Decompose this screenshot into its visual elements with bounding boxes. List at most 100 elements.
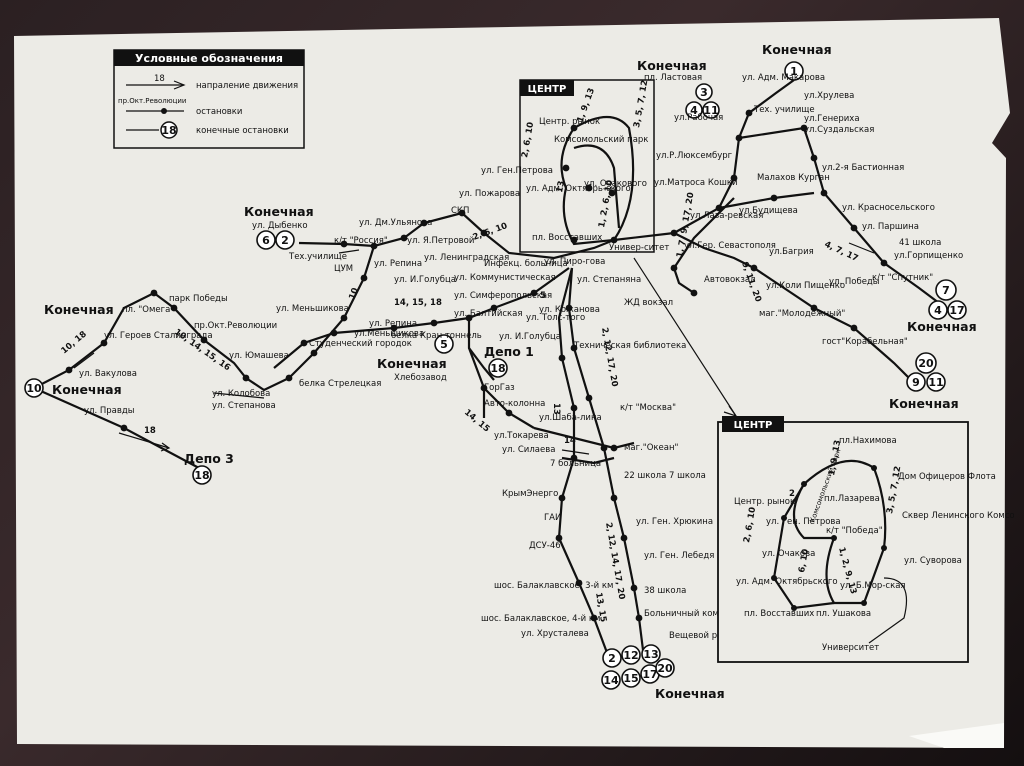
svg-text:пл. Ластовая: пл. Ластовая (644, 73, 702, 83)
svg-text:ул. Колобова: ул. Колобова (212, 389, 270, 399)
svg-text:Универ-ситет: Универ-ситет (609, 243, 669, 253)
svg-text:ул.Р.Люксембург: ул.Р.Люксембург (656, 151, 733, 161)
svg-text:Сквер Ленинского Комсомола: Сквер Ленинского Комсомола (902, 511, 1014, 521)
svg-text:ул. Адм. Октябрьского: ул. Адм. Октябрьского (736, 577, 838, 587)
svg-text:ул.Токарева: ул.Токарева (494, 431, 549, 441)
legend-title: Условные обозначения (135, 52, 283, 65)
svg-text:маг."Океан": маг."Океан" (624, 443, 679, 453)
stop-labels-south: Техническая библиотека к/т "Москва" ул.Ш… (481, 341, 745, 641)
svg-text:11: 11 (928, 376, 943, 389)
svg-text:пл.Нахимова: пл.Нахимова (839, 436, 897, 446)
svg-text:ул.Лаза-ревская: ул.Лаза-ревская (690, 211, 763, 221)
svg-text:Конечная: Конечная (889, 396, 959, 411)
svg-text:Тех.училище: Тех.училище (288, 252, 347, 262)
svg-text:пл.Лазарева: пл.Лазарева (824, 494, 880, 504)
svg-text:ДСУ-46: ДСУ-46 (529, 541, 561, 551)
svg-text:ул.2-я Бастионная: ул.2-я Бастионная (822, 163, 904, 173)
svg-text:38 школа: 38 школа (644, 586, 686, 596)
svg-text:маг."Молодежный": маг."Молодежный" (759, 309, 845, 319)
svg-text:Конечная: Конечная (244, 204, 314, 219)
svg-text:ул.Горпищенко: ул.Горпищенко (894, 251, 963, 261)
svg-text:ул.Рабочая: ул.Рабочая (674, 113, 723, 123)
svg-text:Конечная: Конечная (637, 58, 707, 73)
svg-text:7 больница: 7 больница (550, 459, 601, 469)
svg-text:11: 11 (703, 104, 718, 117)
svg-text:14: 14 (603, 674, 619, 687)
svg-text:ул. Коммунистическая: ул. Коммунистическая (454, 273, 556, 283)
legend-direction-label: напраление движения (196, 81, 298, 91)
svg-text:ул. Красносельского: ул. Красносельского (842, 203, 935, 213)
svg-text:13: 13 (555, 180, 567, 193)
svg-text:Конечная: Конечная (907, 319, 977, 334)
svg-text:ул. Правды: ул. Правды (84, 406, 134, 416)
svg-text:СКП: СКП (451, 206, 469, 216)
svg-text:Больничный комплекс: Больничный комплекс (644, 609, 745, 619)
svg-text:ул. Ген. Петрова: ул. Ген. Петрова (766, 517, 841, 527)
svg-text:6: 6 (262, 234, 270, 247)
svg-text:ул. Толс-того: ул. Толс-того (526, 313, 585, 323)
svg-text:7: 7 (942, 284, 950, 297)
svg-text:ул. И.Голубца: ул. И.Голубца (394, 275, 456, 285)
svg-text:пл. Восставших: пл. Восставших (532, 233, 602, 243)
stop-labels-north-east: ул. Адм. Макарова ул.Хрулева Тех. училищ… (624, 73, 963, 347)
svg-text:Центр. рынок: Центр. рынок (539, 117, 600, 127)
svg-text:к/т "Спутник": к/т "Спутник" (872, 273, 933, 283)
svg-text:ул.Гер. Севастополя: ул.Гер. Севастополя (684, 241, 776, 251)
svg-text:ул.Коли Пищенко: ул.Коли Пищенко (766, 281, 845, 291)
svg-text:ул. И.Голубца: ул. И.Голубца (499, 332, 561, 342)
svg-text:ул. Пожарова: ул. Пожарова (459, 189, 520, 199)
svg-text:ул.Матроса Кошки: ул.Матроса Кошки (654, 178, 738, 188)
svg-text:ГорГаз: ГорГаз (484, 383, 515, 393)
svg-text:ул. Симферопольская: ул. Симферопольская (454, 291, 552, 301)
svg-text:Депо 1: Депо 1 (484, 344, 534, 359)
terminal-south: 2 12 13 14 15 17 20 Конечная (601, 644, 725, 701)
svg-text:пл. "Омега": пл. "Омега" (122, 305, 174, 315)
svg-text:ЦУМ: ЦУМ (334, 264, 353, 274)
svg-text:ул. Очакового: ул. Очакового (584, 179, 647, 189)
svg-text:9: 9 (912, 376, 920, 389)
svg-text:ул.Будищева: ул.Будищева (739, 206, 798, 216)
svg-text:13: 13 (551, 403, 561, 415)
terminal-sputnik: 7 4 17 Конечная (907, 279, 977, 334)
svg-text:12: 12 (623, 649, 638, 662)
svg-text:ул. Кожанова: ул. Кожанова (539, 305, 600, 315)
legend: Условные обозначения 18 напраление движе… (113, 49, 305, 149)
svg-text:ул.Суздальская: ул.Суздальская (804, 125, 874, 135)
terminal-korabelnaya: 20 9 11 Конечная (889, 352, 959, 411)
svg-text:к/т "Москва": к/т "Москва" (620, 403, 676, 413)
terminal-lastovaya: Конечная пл. Ластовая 3 4 11 (637, 58, 720, 119)
svg-text:ул. Степаняна: ул. Степаняна (577, 275, 641, 285)
svg-text:20: 20 (657, 662, 673, 675)
svg-text:ул.Шаба-лина: ул.Шаба-лина (539, 413, 602, 423)
center-inset: ЦЕНТР пл.Нахимова Дом Офицеров Флота пл.… (717, 416, 1024, 663)
svg-text:Конечная: Конечная (377, 356, 447, 371)
svg-text:ул. Ленинградская: ул. Ленинградская (424, 253, 509, 263)
terminal-10: 10 Конечная (24, 378, 122, 398)
svg-text:к/т "Россия": к/т "Россия" (334, 236, 388, 246)
svg-text:5: 5 (540, 291, 546, 301)
svg-text:4: 4 (690, 104, 698, 117)
svg-text:белка Кран тоннель: белка Кран тоннель (391, 331, 482, 341)
svg-text:ул. Ген. Хрюкина: ул. Ген. Хрюкина (636, 517, 713, 527)
depot-3: Депо 3 18 (184, 451, 234, 485)
svg-text:ул. Меньшикова: ул. Меньшикова (276, 304, 349, 314)
svg-text:10: 10 (26, 382, 42, 395)
svg-text:ул. Адм. Октябрь-ского: ул. Адм. Октябрь-ского (526, 184, 631, 194)
svg-text:ул. Юмашева: ул. Юмашева (229, 351, 289, 361)
svg-text:ул. Степанова: ул. Степанова (212, 401, 276, 411)
svg-text:Инфекц. больница: Инфекц. больница (484, 259, 568, 269)
terminal-1: Конечная 1 (762, 42, 832, 81)
svg-text:18: 18 (490, 362, 505, 375)
svg-text:ул. Ген.Петрова: ул. Ген.Петрова (481, 166, 553, 176)
svg-text:Хлебозавод: Хлебозавод (394, 373, 447, 383)
svg-text:13: 13 (643, 648, 658, 661)
svg-text:2: 2 (789, 489, 795, 499)
svg-text:Центр. рынок: Центр. рынок (734, 497, 795, 507)
svg-text:Авто-колонна: Авто-колонна (484, 399, 545, 409)
svg-text:ул.Генериха: ул.Генериха (804, 114, 860, 124)
svg-text:Дом Офицеров Флота: Дом Офицеров Флота (898, 472, 996, 482)
svg-text:ЖД вокзал: ЖД вокзал (624, 298, 673, 308)
svg-text:ул. Дыбенко: ул. Дыбенко (252, 221, 308, 231)
svg-text:ул. Вакулова: ул. Вакулова (79, 369, 137, 379)
svg-text:1: 1 (790, 65, 798, 78)
